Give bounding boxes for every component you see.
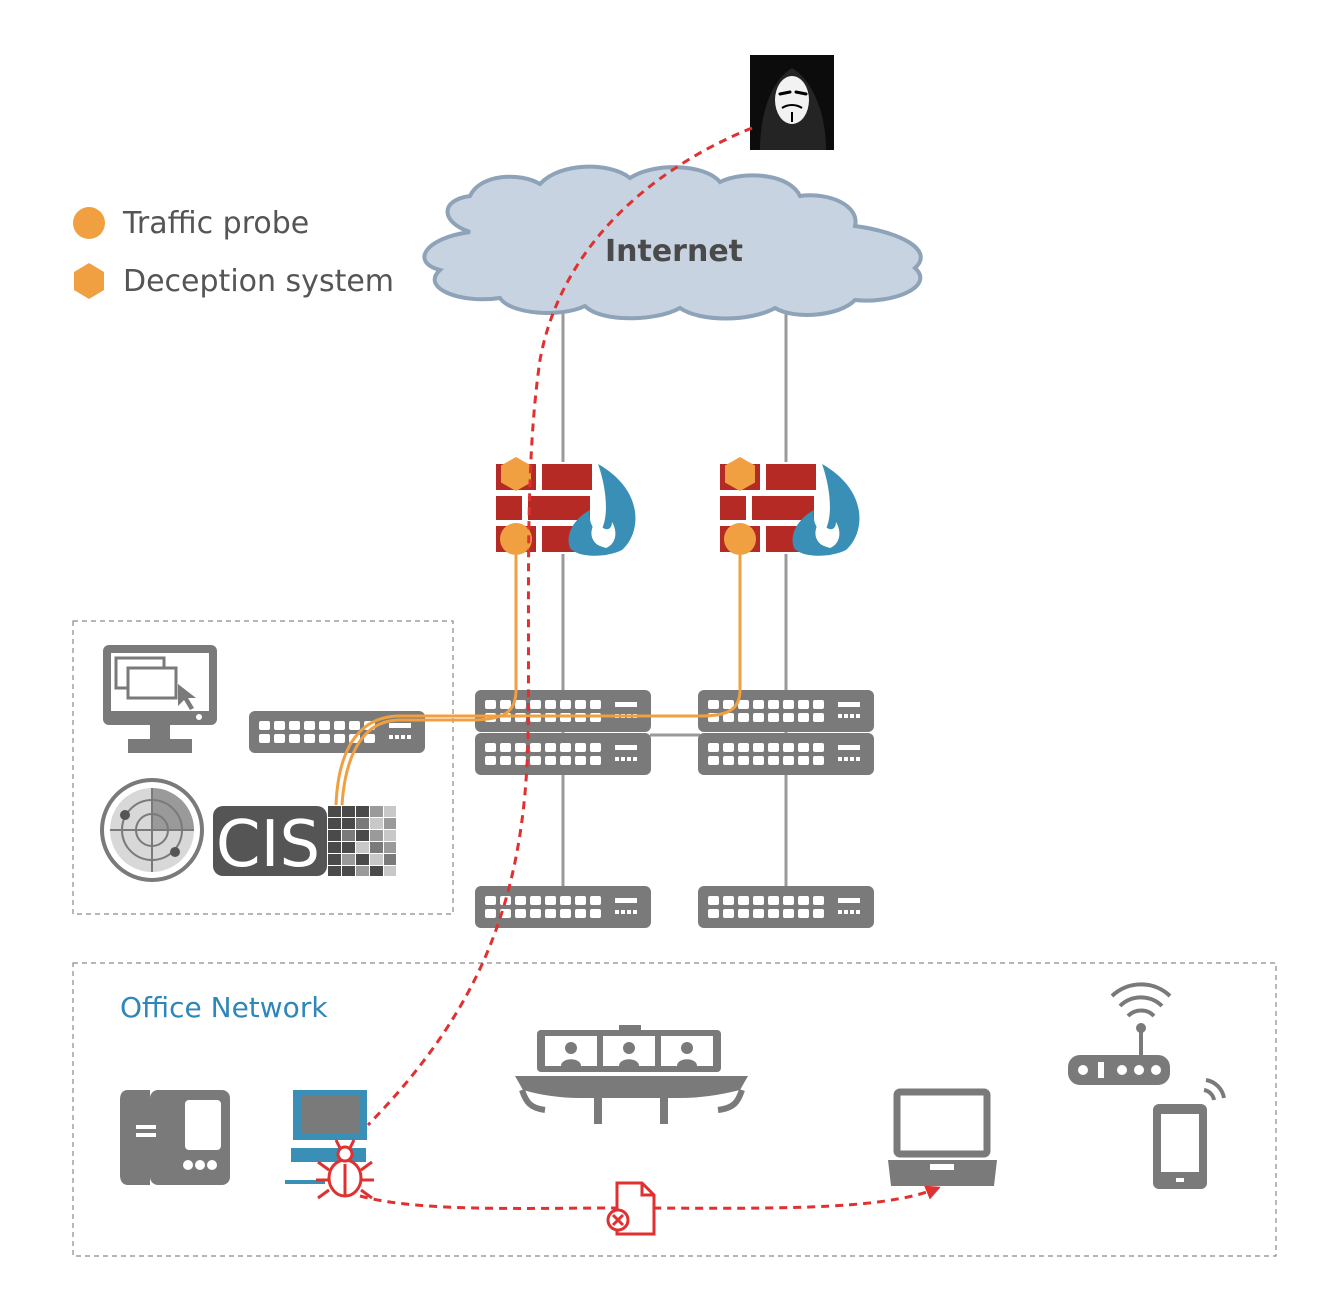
wifi-router-icon — [1068, 982, 1172, 1085]
traffic-probe-legend-label: Traffic probe — [122, 206, 309, 241]
monitor-icon — [103, 645, 217, 753]
probe-cables — [334, 555, 742, 806]
network-switch-icon — [698, 690, 874, 732]
cis-logo: CIS — [213, 806, 396, 882]
ip-phone-icon — [120, 1090, 230, 1185]
bug-icon — [316, 1139, 374, 1200]
network-switch-icon — [475, 690, 651, 732]
internet-cloud: Internet — [422, 164, 923, 321]
security-zone — [72, 620, 454, 915]
network-switch-icon — [698, 733, 874, 775]
attack-paths — [359, 126, 941, 1210]
deception-system-legend-icon — [74, 263, 104, 299]
hacker-mask-icon — [750, 55, 834, 150]
traffic-probe-left — [500, 523, 532, 555]
radar-icon — [100, 778, 204, 882]
smartphone-icon — [1153, 1078, 1226, 1189]
cis-logo-text: CIS — [216, 808, 320, 882]
traffic-probe-right — [724, 523, 756, 555]
deception-system-legend-label: Deception system — [123, 264, 394, 299]
attack-path-lateral — [359, 1185, 941, 1210]
backbone-links — [561, 300, 788, 915]
network-switch-icon — [475, 886, 651, 928]
traffic-probe-legend-icon — [73, 207, 105, 239]
office-network-zone — [72, 962, 1277, 1257]
network-switch-icon — [698, 886, 874, 928]
internet-label: Internet — [605, 234, 743, 269]
blocked-file-icon — [606, 1181, 656, 1236]
laptop-icon — [888, 1088, 997, 1186]
video-conference-icon — [515, 1025, 748, 1124]
office-network-label: Office Network — [120, 991, 328, 1024]
network-switch-icon — [475, 733, 651, 775]
cis-logo-grid — [328, 806, 396, 876]
legend: Traffic probe Deception system — [73, 206, 394, 299]
